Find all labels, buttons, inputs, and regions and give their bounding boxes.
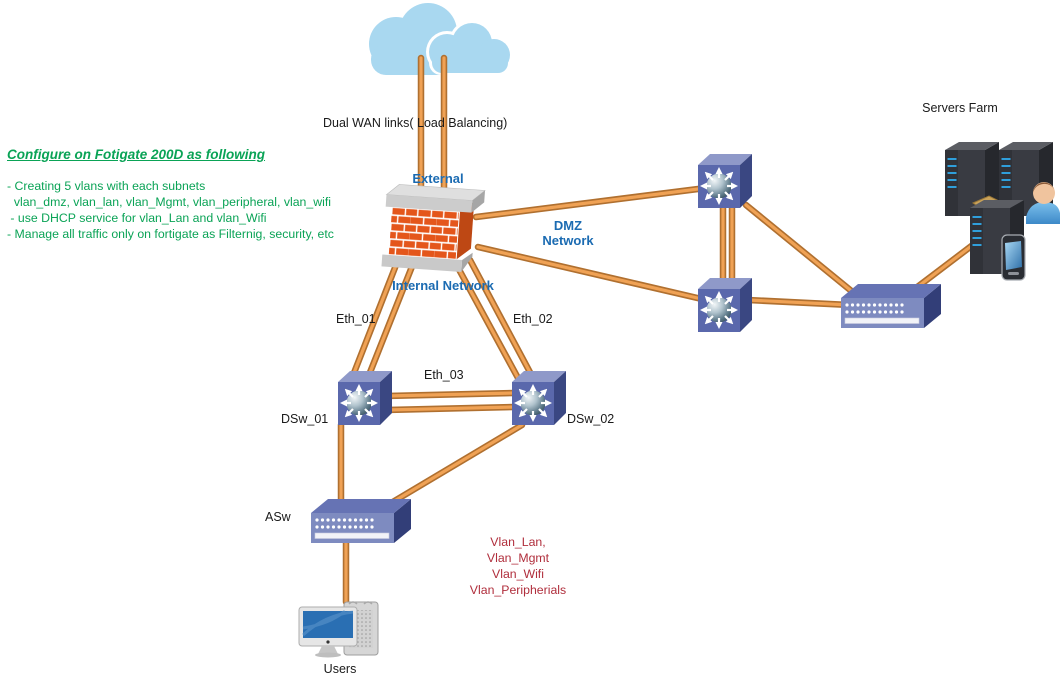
- link-rack-switch-to-servers: [912, 237, 982, 292]
- servers-farm-label: Servers Farm: [922, 101, 998, 115]
- rack-switch-icon-servers: [841, 283, 941, 328]
- dsw01-label: DSw_01: [281, 412, 329, 426]
- switch-icon-dmz-top: [698, 154, 752, 208]
- zone-label-internal: Internal Network: [392, 278, 494, 293]
- link-dsw02-asw: [382, 421, 526, 510]
- switch-icon-dmz-bottom: [698, 278, 752, 332]
- users-label: Users: [323, 662, 357, 676]
- zone-label-external: External: [412, 171, 464, 186]
- vlan-note: Vlan_Lan, Vlan_Mgmt Vlan_Wifi Vlan_Perip…: [469, 535, 567, 597]
- link-dmz-top-to-rack-switch: [742, 201, 864, 302]
- link-eth03-b: [382, 403, 518, 414]
- switch-icon-dsw01: [338, 371, 392, 425]
- link-eth01-b: [363, 260, 417, 384]
- link-eth02-b: [466, 256, 536, 380]
- link-eth01-a: [348, 256, 402, 382]
- dsw02-label: DSw_02: [567, 412, 615, 426]
- link-dmz-bottom-to-rack-switch: [744, 296, 854, 309]
- person-icon: [1026, 182, 1060, 224]
- firewall-icon: [381, 184, 486, 273]
- users-computer-group: [298, 601, 379, 658]
- asw-label: ASw: [265, 510, 291, 524]
- rack-switch-icon-asw: [311, 498, 411, 543]
- smartphone-icon: [1001, 234, 1026, 281]
- link-firewall-dmz-switch-top: [472, 184, 710, 221]
- dual-wan-label: Dual WAN links( Load Balancing): [323, 116, 508, 130]
- link-eth03-a: [382, 389, 518, 400]
- zone-label-dmz: DMZ Network: [542, 218, 594, 248]
- link-firewall-dmz-switch-bottom: [474, 243, 710, 304]
- config-note-body: - Creating 5 vlans with each subnets vla…: [7, 179, 334, 241]
- servers-farm-group: [945, 142, 1060, 281]
- eth02-label: Eth_02: [513, 312, 553, 326]
- eth03-label: Eth_03: [424, 368, 464, 382]
- link-eth02-a: [452, 260, 522, 382]
- internet-cloud-icon: [369, 3, 513, 75]
- monitor-icon: [298, 606, 358, 658]
- links-layer: [337, 54, 982, 606]
- switch-icon-dsw02: [512, 371, 566, 425]
- config-note-title: Configure on Fotigate 200D as following: [7, 147, 266, 162]
- eth01-label: Eth_01: [336, 312, 376, 326]
